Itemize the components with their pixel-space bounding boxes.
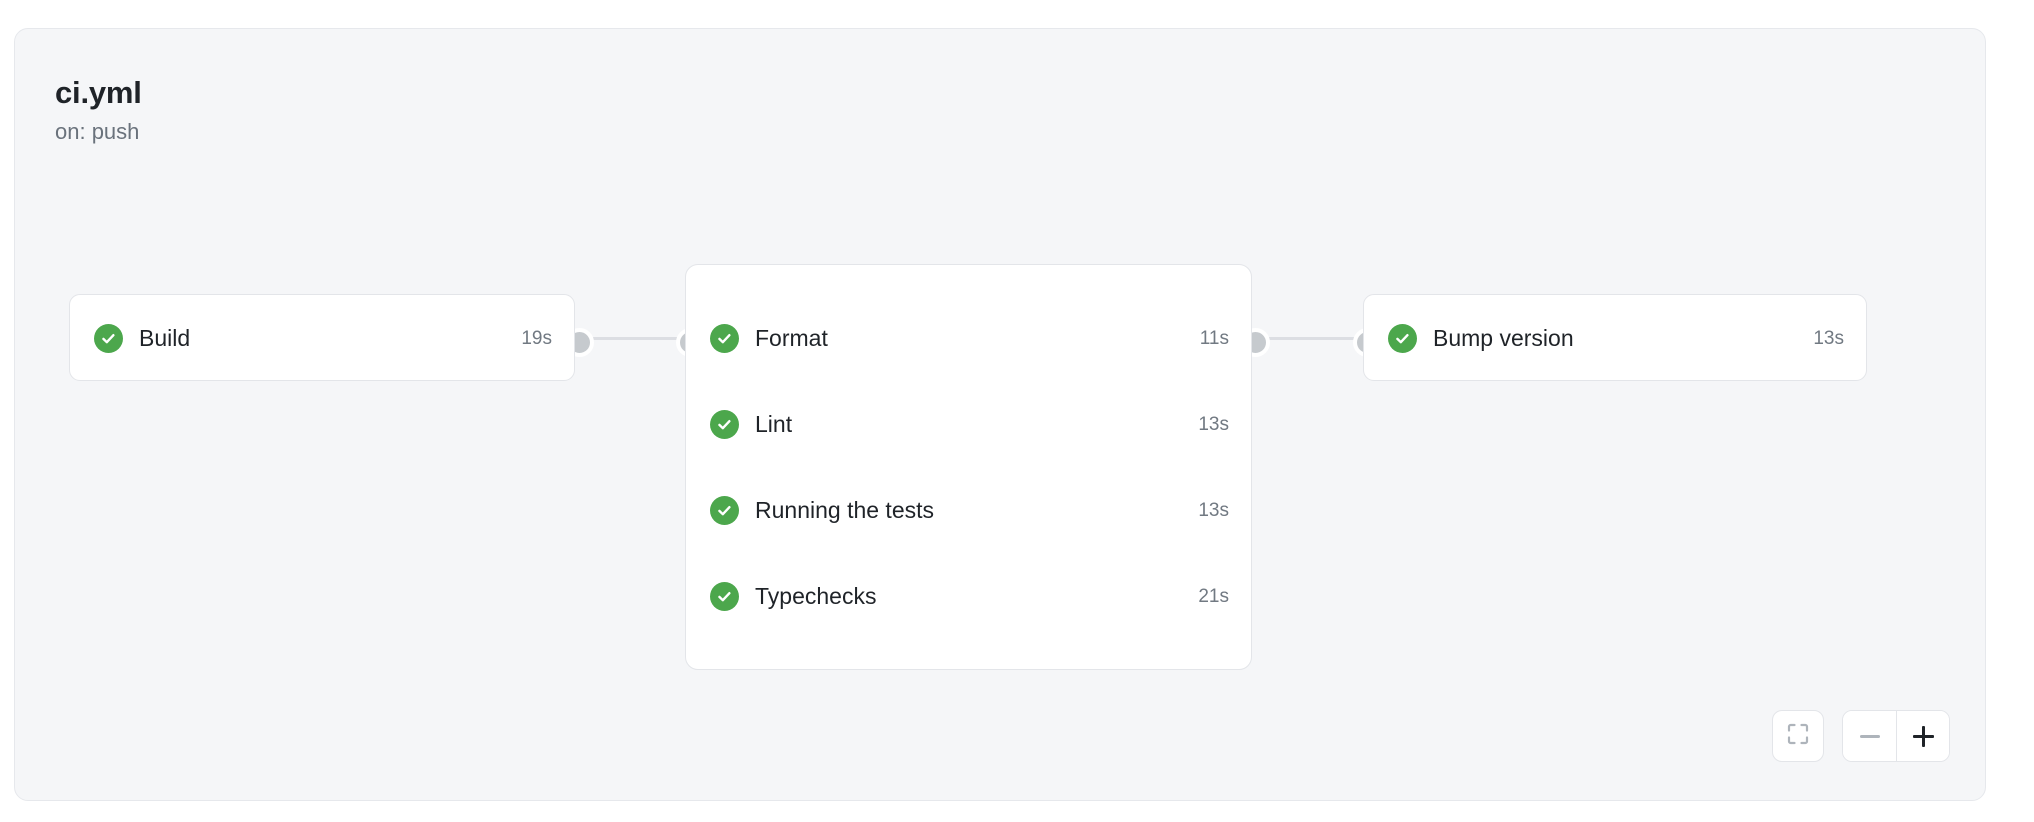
check-circle-icon (710, 581, 739, 611)
job-duration: 13s (1198, 413, 1229, 435)
fit-view-button[interactable] (1772, 710, 1824, 762)
job-row[interactable]: Bump version 13s (1364, 318, 1866, 358)
job-duration: 19s (521, 327, 552, 349)
job-duration: 11s (1199, 327, 1229, 349)
check-circle-icon (94, 323, 123, 353)
job-label: Build (139, 324, 191, 351)
job-label: Bump version (1433, 324, 1574, 351)
job-node-build[interactable]: Build 19s (69, 294, 575, 381)
workflow-graph-panel: ci.yml on: push Build 19s (14, 28, 1986, 801)
minus-icon (1859, 734, 1880, 738)
graph-canvas[interactable]: Build 19s Format 11s (15, 29, 1985, 800)
job-duration: 13s (1198, 499, 1229, 521)
workflow-header: ci.yml on: push (55, 75, 142, 145)
zoom-in-button[interactable] (1896, 711, 1949, 761)
plus-icon (1912, 725, 1934, 747)
job-label: Running the tests (755, 496, 935, 523)
job-row[interactable]: Lint 13s (686, 404, 1251, 444)
edge-build-to-checks (575, 337, 690, 340)
zoom-control-group (1842, 710, 1950, 762)
job-duration: 13s (1813, 327, 1844, 349)
job-label: Lint (755, 410, 793, 437)
workflow-trigger-label: on: push (55, 119, 140, 145)
check-circle-icon (710, 495, 739, 525)
job-row[interactable]: Running the tests 13s (686, 490, 1251, 530)
job-row[interactable]: Format 11s (686, 318, 1251, 358)
job-label: Format (755, 324, 828, 351)
fit-screen-icon (1786, 722, 1810, 751)
page-title: ci.yml (55, 75, 142, 110)
check-circle-icon (1388, 323, 1417, 353)
job-node-bump-version[interactable]: Bump version 13s (1363, 294, 1867, 381)
view-controls (1772, 710, 1950, 762)
check-circle-icon (710, 323, 739, 353)
job-row[interactable]: Build 19s (70, 318, 574, 358)
zoom-out-button[interactable] (1843, 711, 1896, 761)
job-row[interactable]: Typechecks 21s (686, 576, 1251, 616)
check-circle-icon (710, 409, 739, 439)
job-duration: 21s (1198, 585, 1229, 607)
job-group-checks[interactable]: Format 11s Lint 13s Running the (685, 264, 1252, 670)
job-label: Typechecks (755, 582, 877, 609)
edge-checks-to-bump (1251, 337, 1367, 340)
